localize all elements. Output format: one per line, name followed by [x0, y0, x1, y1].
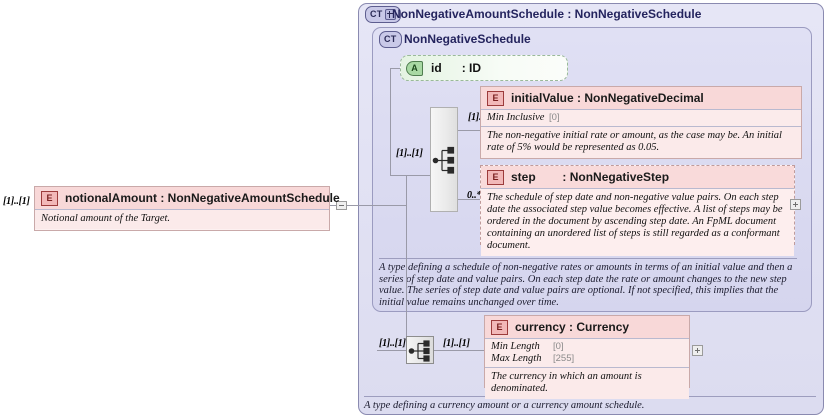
- connector-line: [406, 175, 436, 176]
- element-type: NonNegativeDecimal: [584, 91, 704, 105]
- element-box-step[interactable]: E step : NonNegativeStep The schedule of…: [480, 165, 795, 256]
- cardinality-label: [1]..[1]: [396, 148, 423, 159]
- facet-row: Max Length [255]: [491, 353, 689, 365]
- complex-type-title-outer: NonNegativeAmountSchedule : NonNegativeS…: [392, 7, 702, 21]
- element-type: Currency: [576, 320, 630, 334]
- element-documentation: The non-negative initial rate or amount,…: [481, 126, 801, 158]
- element-separator: :: [569, 320, 574, 334]
- element-title: step : NonNegativeStep: [511, 170, 669, 184]
- element-facets: Min Inclusive [0]: [481, 109, 801, 126]
- element-type: NonNegativeStep: [569, 170, 670, 184]
- element-box-currency[interactable]: E currency : Currency Min Length [0] Max…: [484, 315, 690, 399]
- element-title: currency : Currency: [515, 320, 629, 334]
- complex-type-annotation-inner: A type defining a schedule of non-negati…: [379, 258, 797, 308]
- cardinality-label: 0..*: [467, 190, 482, 201]
- plus-icon[interactable]: [384, 9, 396, 20]
- element-icon: E: [41, 190, 58, 206]
- element-separator: :: [160, 191, 165, 205]
- element-icon: E: [487, 90, 504, 106]
- element-name: currency: [515, 320, 566, 334]
- sequence-compositor-inner[interactable]: [430, 107, 458, 212]
- element-icon: E: [487, 169, 504, 185]
- sequence-compositor-currency[interactable]: [406, 336, 434, 364]
- facet-value: [0]: [549, 112, 560, 123]
- cardinality-label-root: [1]..[1]: [3, 196, 30, 207]
- facet-value: [255]: [553, 353, 575, 364]
- element-box-initial-value[interactable]: E initialValue : NonNegativeDecimal Min …: [480, 86, 802, 159]
- element-header: E step : NonNegativeStep: [481, 166, 794, 188]
- facet-label: Min Length: [491, 341, 540, 352]
- connector-line: [377, 350, 412, 351]
- connector-line: [347, 205, 406, 206]
- facet-value: [0]: [553, 341, 564, 352]
- sequence-icon: [432, 146, 455, 174]
- element-separator: :: [577, 91, 582, 105]
- element-documentation: Notional amount of the Target.: [35, 209, 329, 229]
- complex-type-badge-inner: CT: [379, 31, 402, 48]
- collapse-toggle-root[interactable]: [336, 201, 347, 210]
- element-title: initialValue : NonNegativeDecimal: [511, 91, 704, 105]
- facet-row: Min Inclusive [0]: [487, 112, 801, 124]
- element-name: notionalAmount: [65, 191, 157, 205]
- connector-line: [390, 68, 402, 69]
- attribute-title: id : ID: [431, 61, 481, 75]
- attribute-icon: A: [406, 60, 423, 76]
- element-title: notionalAmount : NonNegativeAmountSchedu…: [65, 191, 340, 205]
- connector-line: [434, 350, 484, 351]
- connector-line: [330, 205, 336, 206]
- cardinality-label: [1]..[1]: [379, 338, 406, 349]
- element-box-notional-amount[interactable]: E notionalAmount : NonNegativeAmountSche…: [34, 186, 340, 231]
- connector-line: [458, 199, 480, 200]
- sequence-icon: [408, 340, 430, 362]
- complex-type-badge-label-inner: CT: [384, 34, 397, 44]
- element-separator: :: [562, 170, 567, 184]
- attribute-type: ID: [469, 61, 482, 75]
- expand-toggle-currency[interactable]: [692, 345, 703, 356]
- complex-type-title-inner: NonNegativeSchedule: [404, 32, 531, 46]
- facet-label: Min Inclusive: [487, 112, 545, 123]
- facet-label: Max Length: [491, 353, 542, 364]
- complex-type-badge-label: CT: [370, 9, 383, 19]
- element-facets: Min Length [0] Max Length [255]: [485, 338, 689, 367]
- attribute-separator: :: [461, 61, 466, 75]
- attribute-name: id: [431, 61, 442, 75]
- element-header: E currency : Currency: [485, 316, 689, 338]
- element-name: step: [511, 170, 536, 184]
- element-icon: E: [491, 319, 508, 335]
- facet-row: Min Length [0]: [491, 341, 689, 353]
- element-documentation: The schedule of step date and non-negati…: [481, 188, 794, 256]
- connector-line: [458, 130, 480, 131]
- expand-toggle-step[interactable]: [790, 199, 801, 210]
- element-documentation: The currency in which an amount is denom…: [485, 367, 689, 399]
- element-header: E initialValue : NonNegativeDecimal: [481, 87, 801, 109]
- complex-type-badge-outer: CT: [365, 6, 401, 23]
- connector-line: [390, 68, 391, 175]
- connector-line: [390, 175, 406, 176]
- element-type: NonNegativeAmountSchedule: [167, 191, 340, 205]
- element-name: initialValue: [511, 91, 574, 105]
- cardinality-label: [1]..[1]: [443, 338, 470, 349]
- element-header: E notionalAmount : NonNegativeAmountSche…: [35, 187, 340, 209]
- connector-line: [406, 175, 407, 350]
- attribute-box-id[interactable]: A id : ID: [400, 55, 568, 81]
